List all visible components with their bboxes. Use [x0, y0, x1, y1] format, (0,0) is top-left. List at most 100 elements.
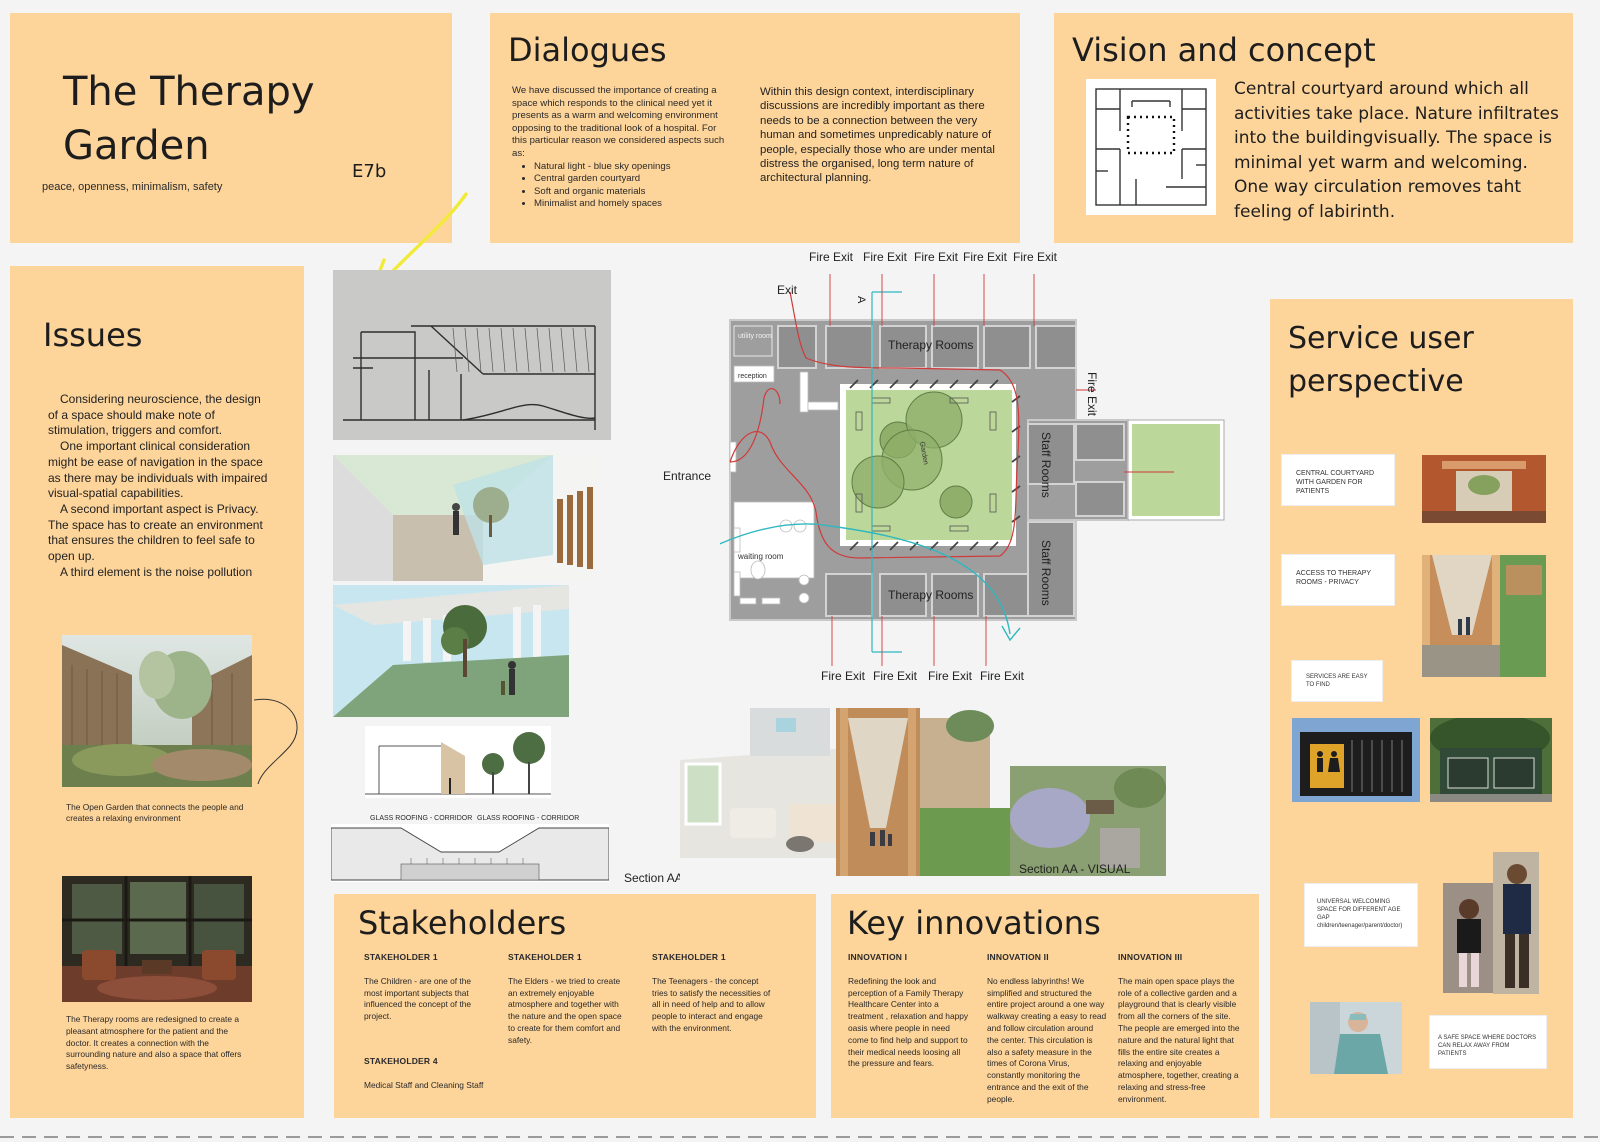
entrance-label: Entrance — [663, 469, 712, 483]
floor-plan: utility room reception waiting room Ther… — [720, 274, 1225, 666]
reception-label: reception — [738, 373, 767, 380]
fire-exit-label: Fire Exit — [914, 250, 959, 264]
issues-text: Considering neuroscience, the design of … — [48, 392, 272, 580]
courtyard-photo — [1422, 455, 1546, 523]
page-title: The Therapy Garden — [63, 69, 315, 169]
courtyard-render — [333, 585, 569, 717]
glass-roofing-label-1: GLASS ROOFING - CORRIDOR — [370, 815, 473, 822]
issues-para: A third element is the noise pollution — [60, 564, 253, 579]
restroom-photo — [1292, 718, 1420, 802]
innovations-title: Key innovations — [847, 904, 1101, 942]
fire-exit-side-label: Fire Exit — [1085, 372, 1099, 417]
info-card-access: ACCESS TO THERAPY ROOMS - PRIVACY — [1282, 555, 1394, 605]
project-code: E7b — [352, 161, 387, 182]
dialogues-title: Dialogues — [508, 31, 667, 69]
vision-text: Central courtyard around which all activ… — [1234, 79, 1559, 222]
innovation-heading: INNOVATION III — [1118, 952, 1183, 962]
stakeholder-heading: STAKEHOLDER 4 — [364, 1056, 438, 1066]
fire-exit-label: Fire Exit — [873, 669, 918, 683]
page-subtitle: peace, openness, minimalism, safety — [42, 181, 223, 193]
fire-exit-label: Fire Exit — [863, 250, 908, 264]
stakeholder-block: STAKEHOLDER 1 The Elders - we tried to c… — [508, 952, 630, 1047]
vision-title: Vision and concept — [1072, 31, 1376, 69]
innovation-text: The main open space plays the role of a … — [1118, 975, 1240, 1104]
stakeholders-panel: Stakeholders STAKEHOLDER 1 The Children … — [334, 894, 816, 1118]
fire-exit-label: Fire Exit — [963, 250, 1008, 264]
section-visual-label: Section AA - VISUAL — [1019, 862, 1131, 876]
teen-photo — [1493, 852, 1539, 994]
dialogues-text-1: We have discussed the importance of crea… — [512, 85, 730, 211]
info-card-services: SERVICES ARE EASY TO FIND — [1292, 661, 1382, 701]
visual-collage — [680, 708, 1166, 884]
bottom-divider — [0, 1136, 1600, 1138]
stakeholder-text: Medical Staff and Cleaning Staff — [364, 1079, 484, 1090]
issues-title: Issues — [43, 316, 143, 354]
stakeholder-text: The Elders - we tried to create an extre… — [508, 975, 622, 1045]
stakeholder-block: STAKEHOLDER 1 The Teenagers - the concep… — [652, 952, 774, 1035]
innovation-text: No endless labyrinths! We simplified and… — [987, 975, 1107, 1104]
section-sketch-small — [365, 726, 551, 798]
dialogues-bullet: Soft and organic materials — [534, 186, 730, 199]
staff-rooms-bottom-label: Staff Rooms — [1039, 540, 1053, 606]
corridor-photo — [1422, 555, 1546, 677]
innovations-panel: Key innovations INNOVATION I Redefining … — [831, 894, 1259, 1118]
doctor-photo — [1310, 1002, 1402, 1074]
therapy-room-photo — [62, 876, 252, 1002]
bins-photo — [1430, 718, 1552, 802]
waiting-room-label: waiting room — [737, 552, 784, 561]
title-panel: The Therapy Garden peace, openness, mini… — [10, 13, 452, 243]
service-panel: Service user perspective CENTRAL COURTYA… — [1270, 299, 1573, 1118]
corridor-render — [333, 455, 597, 581]
dialogues-bullet: Central garden courtyard — [534, 173, 730, 186]
stakeholder-text: The Children - are one of the most impor… — [364, 975, 472, 1022]
girl-photo — [1443, 883, 1493, 993]
staff-rooms-top-label: Staff Rooms — [1039, 432, 1053, 498]
innovation-heading: INNOVATION II — [987, 952, 1049, 962]
perspective-section-drawing — [331, 824, 609, 882]
stakeholder-text: The Teenagers - the concept tries to sat… — [652, 975, 771, 1033]
dialogues-bullet: Natural light - blue sky openings — [534, 161, 730, 174]
glass-roofing-label-2: GLASS ROOFING - CORRIDOR — [477, 815, 580, 822]
stakeholder-heading: STAKEHOLDER 1 — [364, 952, 438, 962]
issues-para: One important clinical consideration mig… — [48, 439, 268, 501]
stakeholder-heading: STAKEHOLDER 1 — [508, 952, 582, 962]
therapy-rooms-bottom-label: Therapy Rooms — [888, 588, 973, 602]
stakeholders-title: Stakeholders — [358, 904, 567, 942]
exit-label: Exit — [777, 283, 798, 297]
innovation-block: INNOVATION III The main open space plays… — [1118, 952, 1240, 1106]
dialogues-para-2: Within this design context, interdiscipl… — [760, 86, 995, 185]
dialogues-panel: Dialogues We have discussed the importan… — [490, 13, 1020, 243]
fire-exit-label: Fire Exit — [980, 669, 1025, 683]
concept-diagram — [1086, 79, 1216, 215]
fire-exit-label: Fire Exit — [1013, 250, 1058, 264]
garden-label: Garden — [918, 441, 929, 465]
issues-para: A second important aspect is Privacy. Th… — [48, 501, 263, 564]
pencil-section-sketch — [333, 270, 611, 440]
dialogues-bullets: Natural light - blue sky openings Centra… — [512, 161, 730, 211]
annotation-curve — [253, 698, 298, 785]
open-garden-caption: The Open Garden that connects the people… — [66, 802, 244, 823]
innovation-block: INNOVATION I Redefining the look and per… — [848, 952, 970, 1070]
dialogues-bullet: Minimalist and homely spaces — [534, 198, 730, 211]
fire-exit-label: Fire Exit — [821, 669, 866, 683]
stakeholder-block: STAKEHOLDER 1 The Children - are one of … — [364, 952, 484, 1023]
therapy-room-caption: The Therapy rooms are redesigned to crea… — [66, 1014, 242, 1072]
open-garden-photo — [62, 635, 252, 787]
issues-para: Considering neuroscience, the design of … — [48, 392, 261, 438]
innovation-text: Redefining the look and perception of a … — [848, 975, 969, 1069]
fire-exit-label: Fire Exit — [928, 669, 973, 683]
service-title: Service user perspective — [1288, 321, 1474, 399]
section-marker-a: A — [855, 296, 867, 304]
info-card-safe-space: A SAFE SPACE WHERE DOCTORS CAN RELAX AWA… — [1430, 1016, 1546, 1068]
utility-room-label-text: utility room — [738, 333, 772, 340]
info-card-courtyard: CENTRAL COURTYARD WITH GARDEN FOR PATIEN… — [1282, 455, 1394, 505]
therapy-rooms-top-label: Therapy Rooms — [888, 338, 973, 352]
dialogues-para-1: We have discussed the importance of crea… — [512, 85, 725, 159]
stakeholder-block: STAKEHOLDER 4 Medical Staff and Cleaning… — [364, 1056, 484, 1092]
stakeholder-heading: STAKEHOLDER 1 — [652, 952, 726, 962]
utility-room-label: utility room — [738, 333, 772, 340]
innovation-heading: INNOVATION I — [848, 952, 908, 962]
fire-exit-label: Fire Exit — [809, 250, 854, 264]
innovation-block: INNOVATION II No endless labyrinths! We … — [987, 952, 1107, 1106]
info-card-universal: UNIVERSAL WELCOMING SPACE FOR DIFFERENT … — [1305, 884, 1417, 946]
